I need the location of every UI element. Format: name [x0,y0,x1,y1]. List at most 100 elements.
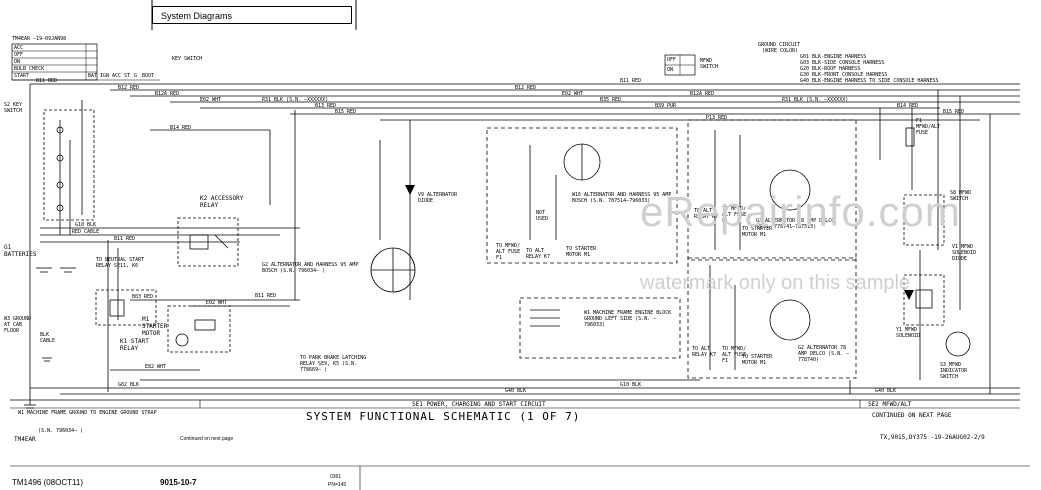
label-to-starter-2: TO STARTER MOTOR M1 [742,226,773,238]
wire-r31: R31 BLK (S.N. —XXXXXX) [262,97,329,103]
wire-buses [29,83,1020,395]
band-se2: SE2 MFWD/ALT [868,401,912,408]
alternator-bosch-symbol [370,247,416,293]
schematic-title: SYSTEM FUNCTIONAL SCHEMATIC (1 OF 7) [306,410,581,423]
label-w16-alternator: W16 ALTERNATOR AND HARNESS 95 AMP BOSCH … [572,192,672,204]
label-accessory-relay: K2 ACCESSORY RELAY [200,195,244,209]
wire-b12a-right: B12A RED [690,91,715,97]
footer-manual: TM1496 (08OCT11) [12,478,83,487]
continued-small: Continued on next page [180,436,234,442]
footer-right-top: 0361 [330,474,342,480]
ground-g30: G30 BLK-FRONT CONSOLE HARNESS [800,72,888,78]
wire-e82: E82 WHT [145,364,167,370]
label-alternator-delco-2: G2 ALTERNATOR 78 AMP DELCO (S.N. —778740… [798,345,850,363]
drawing-ref: TM4EAR —19—09JAN98 [12,36,67,42]
wire-b12: B12 RED [118,85,140,91]
key-switch-table [11,43,160,81]
wire-b12-mid: B12 RED [515,85,537,91]
wire-b35: B35 RED [600,97,622,103]
key-col-boot: BOOT [142,73,155,79]
key-col-g: G [134,73,138,79]
label-to-starter-3: TO STARTER MOTOR M1 [742,354,773,366]
label-batteries: G1 BATTERIES [4,244,37,258]
label-alternator-diode: V9 ALTERNATOR DIODE [418,192,458,204]
mfwd-diode-symbol [904,290,914,300]
key-col-acc: ACC [112,73,122,79]
label-mfwd-diode: V1 MFWD SOLENOID DIODE [952,244,977,262]
wire-b11-left: B11 RED [36,78,58,84]
key-switch-symbol [43,109,95,221]
wire-b03: B03 RED [132,294,154,300]
mfwd-switch-label: MFWD SWITCH [700,58,719,70]
wire-g10-bottom: G10 BLK [620,382,642,388]
wire-red-cable: RED CABLE [72,229,100,235]
label-park-brake: TO PARK BRAKE LATCHING RELAY SE9, K5 (S.… [300,355,367,373]
ground-circuit-subtitle: (WIRE COLOR) [762,48,799,54]
label-to-starter-1: TO STARTER MOTOR M1 [566,246,597,258]
key-col-ign: IGN [100,73,110,79]
wire-e02: E02 WHT [200,97,222,103]
start-relay-symbol [95,289,231,353]
mfwd-circuit-symbols [903,127,971,357]
alternator-option-boxes [486,119,857,379]
wire-g40: G40 BLK [505,388,527,394]
ground-circuit-title: GROUND CIRCUIT [758,42,801,48]
wire-e02-mid: E02 WHT [562,91,584,97]
key-row-bulb-check: BULB CHECK [14,66,45,72]
footer-right-bottom: PN=145 [328,482,347,488]
label-to-relay-1: TO ALT RELAY K7 [526,248,551,260]
key-switch-label: KEY SWITCH [172,56,203,62]
ground-symbols [24,357,52,409]
label-frame-ground: W1 MACHINE FRAME GROUND TO ENGINE GROUND… [18,410,157,416]
wire-r31-right: R31 BLK (S.N. —XXXXXX) [782,97,849,103]
alternator-circles [529,130,811,370]
battery-symbol [36,267,76,273]
key-row-on: ON [14,59,21,65]
label-block-ground: W1 MACHINE FRAME ENGINE BLOCK GROUND LEF… [584,310,672,328]
label-cab-ground: W3 GROUND AT CAB FLOOR [4,316,32,334]
label-to-relay-2: TO ALT RELAY K7 [694,208,719,220]
label-alternator-delco-1: G2 ALTERNATOR 78 AMP DELCO (S.N. 778741—… [756,218,835,230]
wire-b14-right: B14 RED [897,103,919,109]
key-col-st: ST [124,73,131,79]
label-mfwd-indicator: S3 MFWD INDICATOR SWITCH [940,362,968,380]
ground-g01: G01 BLK-ENGINE HARNESS [800,54,867,60]
label-mfwd-fuse: F1 MFWD/ALT FUSE [916,118,941,136]
wire-b11-top: B11 RED [620,78,642,84]
label-neutral-start: TO NEUTRAL START RELAY SE11, K6 [96,257,145,269]
wire-blk-cable: BLK CABLE [40,332,56,344]
label-starter-motor: M1 STARTER MOTOR [142,316,168,337]
label-to-fuse-3: TO MFWD/ ALT FUSE F1 [722,346,747,364]
key-row-off: OFF [14,52,24,58]
wire-g02: G02 BLK [118,382,140,388]
ground-g40: G40 BLK-ENGINE HARNESS TO SIDE CONSOLE H… [800,78,939,84]
continued-note: CONTINUED ON NEXT PAGE [872,412,952,419]
label-key-switch: S2 KEY SWITCH [4,102,23,114]
label-not-used: NOT USED [536,210,549,222]
wire-b15: B15 RED [335,109,357,115]
label-alternator-bosch: G2 ALTERNATOR AND HARNESS 95 AMP BOSCH (… [262,262,359,274]
key-col-bat: BAT [88,73,98,79]
label-frame-ground-sn: (S.N. 796034— ) [38,428,84,434]
band-se1: SE1 POWER, CHARGING AND START CIRCUIT [412,401,546,408]
ref-right: TX,9015,DY375 -19-26AUG02-2/9 [880,434,985,441]
mfwd-row-on: ON [667,67,674,73]
wire-g40-right: G40 BLK [875,388,897,394]
label-to-fuse-1: TO MFWD/ ALT FUSE F1 [496,243,521,261]
accessory-relay-symbol [177,217,239,267]
wire-g10: G10 BLK [75,222,97,228]
label-to-fuse-2: TO MFWD/ ALT FUSE F1 [722,206,747,224]
key-row-acc: ACC [14,45,24,51]
wire-b13: B13 RED [315,103,337,109]
mfwd-row-off: OFF [667,57,677,63]
ref-left: TM4EAR [14,436,36,443]
label-mfwd-switch: S8 MFWD SWITCH [950,190,972,202]
label-mfwd-solenoid: Y1 MFWD SOLENOID [896,327,921,339]
wire-b15-right: B15 RED [943,109,965,115]
ground-g03: G03 BLK-SIDE CONSOLE HARNESS [800,60,885,66]
wire-e02-lower: E02 WHT [206,300,228,306]
watermark-title: eRepairinfo.com [640,188,961,235]
wire-b11-relay: B11 RED [255,293,277,299]
wire-b39: B39 PUR [655,103,677,109]
